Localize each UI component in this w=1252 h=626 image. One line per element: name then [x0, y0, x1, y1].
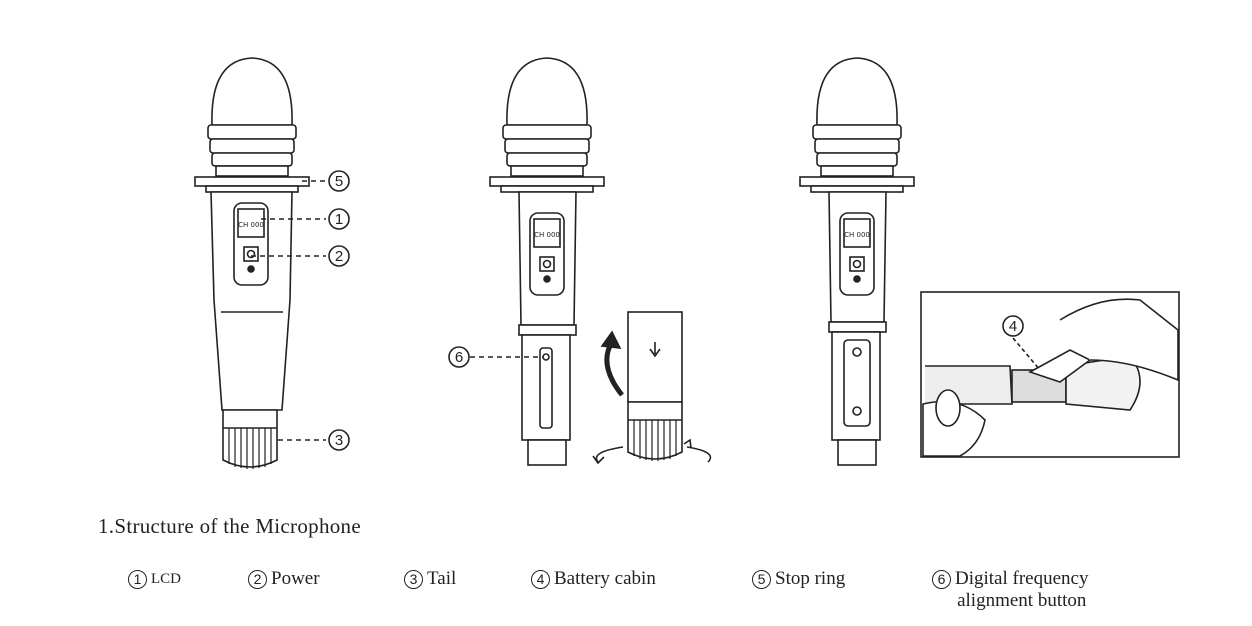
legend-label: Tail [427, 568, 457, 589]
battery-insertion-photo [920, 291, 1180, 458]
lcd-readout-mic3: CH 000 [844, 231, 870, 239]
legend-num: 4 [531, 570, 550, 589]
microphone-battery-exposed [799, 57, 915, 466]
callout-6-num: 6 [455, 349, 463, 366]
callouts-mic1 [251, 180, 326, 441]
legend-num: 2 [248, 570, 267, 589]
legend-label: Power [271, 568, 320, 589]
legend-num: 6 [932, 570, 951, 589]
legend-num: 5 [752, 570, 771, 589]
callout-1 [328, 208, 350, 230]
callout-5 [328, 170, 350, 192]
legend-label-line2: alignment button [957, 590, 1087, 611]
legend-stop-ring: 5 Stop ring [752, 568, 845, 590]
legend-label: Battery cabin [554, 568, 656, 589]
callout-4 [1002, 315, 1024, 337]
legend-num: 1 [128, 570, 147, 589]
figure-title: 1.Structure of the Microphone [98, 514, 361, 538]
microphone-assembled [194, 57, 310, 470]
callout-3 [328, 429, 350, 451]
legend-lcd: 1 LCD [128, 568, 181, 589]
legend-battery-cabin: 4 Battery cabin [531, 568, 656, 590]
lcd-readout-mic2: CH 000 [534, 231, 560, 239]
legend-label: LCD [151, 571, 181, 587]
callout-2 [328, 245, 350, 267]
legend-label: Digital frequency [955, 568, 1089, 589]
legend-power: 2 Power [248, 568, 320, 590]
legend-label: Stop ring [775, 568, 846, 589]
legend-num: 3 [404, 570, 423, 589]
callout-6 [448, 346, 470, 368]
legend-tail: 3 Tail [404, 568, 456, 590]
callout-4-num: 4 [1009, 318, 1017, 335]
microphone-battery-cover-removed [489, 57, 712, 466]
callout-2-num: 2 [335, 248, 343, 265]
callout-circles [328, 170, 1024, 451]
callout-5-num: 5 [335, 173, 343, 190]
callout-1-num: 1 [335, 211, 343, 228]
lcd-readout-mic1: CH 000 [238, 221, 264, 229]
callout-3-num: 3 [335, 432, 343, 449]
